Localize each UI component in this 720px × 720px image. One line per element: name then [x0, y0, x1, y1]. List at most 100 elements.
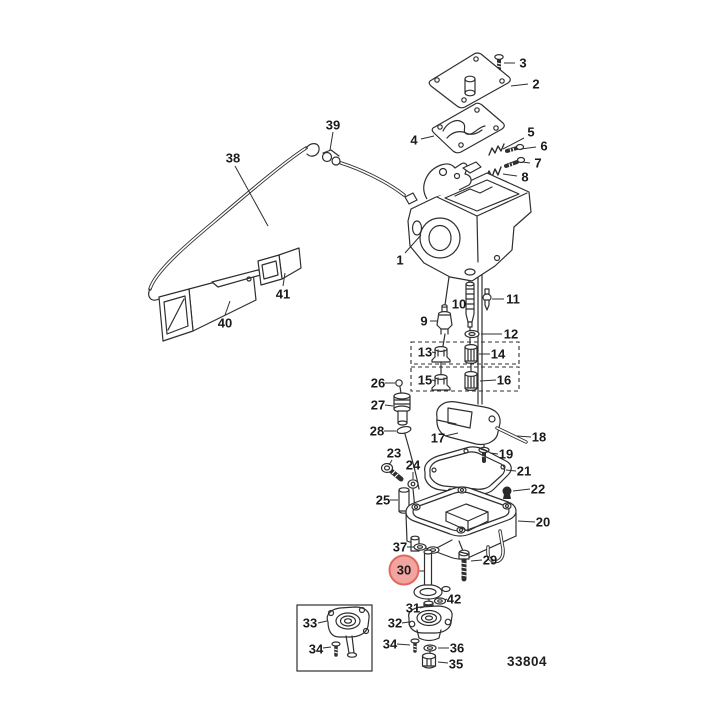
document-part-number: 33804 — [507, 654, 547, 669]
leader-line-5 — [502, 137, 525, 150]
leader-line-21 — [505, 469, 517, 472]
callout-15[interactable]: 15 — [418, 373, 432, 388]
callout-38[interactable]: 38 — [226, 151, 240, 166]
part-11-needle — [482, 288, 492, 311]
leader-line-39 — [329, 131, 334, 151]
callout-2[interactable]: 2 — [532, 77, 539, 92]
leader-line-2 — [510, 83, 529, 87]
part-33-flange — [326, 606, 370, 658]
callout-3[interactable]: 3 — [519, 56, 526, 71]
leader-line-16 — [479, 379, 497, 382]
part-14-jet — [464, 344, 478, 364]
leader-line-35 — [437, 661, 449, 664]
part-10-jet — [465, 281, 475, 328]
callout-42[interactable]: 42 — [447, 592, 461, 607]
callout-9[interactable]: 9 — [420, 314, 427, 329]
part-1-carburetor-body — [404, 161, 532, 282]
leader-line-41 — [282, 272, 286, 287]
callout-5[interactable]: 5 — [527, 125, 534, 140]
callout-7[interactable]: 7 — [534, 156, 541, 171]
callout-35[interactable]: 35 — [449, 657, 463, 672]
part-23-drain-screw — [380, 462, 404, 482]
dashed-group-box — [410, 341, 520, 365]
callout-40[interactable]: 40 — [218, 316, 232, 331]
part-13-jet — [431, 346, 451, 363]
leader-line-1 — [404, 234, 422, 254]
part-7-screw — [504, 156, 526, 168]
leader-line-4 — [420, 135, 435, 140]
callout-18[interactable]: 18 — [532, 430, 546, 445]
leader-line-6 — [520, 146, 537, 150]
part-41-connector — [257, 247, 302, 286]
callout-41[interactable]: 41 — [276, 287, 290, 302]
callout-23[interactable]: 23 — [387, 446, 401, 461]
part-2-top-cover — [428, 52, 511, 109]
leader-line-34 — [396, 643, 411, 646]
leader-line-13 — [431, 351, 437, 354]
callout-1[interactable]: 1 — [396, 253, 403, 268]
leader-line-22 — [512, 488, 531, 492]
callout-13[interactable]: 13 — [418, 345, 432, 360]
callout-36[interactable]: 36 — [450, 641, 464, 656]
part-28-gasket — [396, 425, 412, 435]
leader-line-8 — [502, 173, 518, 177]
part-18-hinge-pin — [495, 426, 528, 444]
callout-37[interactable]: 37 — [393, 540, 407, 555]
callout-8[interactable]: 8 — [521, 170, 528, 185]
leader-line-38 — [234, 165, 269, 227]
leader-line-15 — [431, 379, 437, 382]
callout-25[interactable]: 25 — [376, 493, 390, 508]
part-39-clamp — [321, 149, 341, 166]
part-8-spring — [485, 166, 502, 180]
callout-20[interactable]: 20 — [536, 515, 550, 530]
part-22-plug — [502, 486, 512, 499]
callout-31[interactable]: 31 — [406, 601, 420, 616]
part-21-bowl-gasket — [424, 446, 512, 495]
callout-6[interactable]: 6 — [540, 139, 547, 154]
callout-14[interactable]: 14 — [491, 347, 506, 362]
leader-line-29 — [470, 559, 483, 562]
leader-line-19 — [489, 452, 499, 455]
callout-32[interactable]: 32 — [388, 616, 402, 631]
part-42-washer — [433, 597, 447, 605]
callout-34[interactable]: 34 — [383, 637, 398, 652]
leader-line-42 — [444, 598, 448, 601]
part-29-screw — [458, 549, 470, 582]
callout-33[interactable]: 33 — [303, 616, 317, 631]
part-6-screw — [505, 143, 525, 153]
highlight-circle-part-30[interactable] — [388, 554, 420, 586]
callout-28[interactable]: 28 — [370, 424, 384, 439]
part-40-duct — [158, 269, 265, 342]
callout-17[interactable]: 17 — [431, 431, 445, 446]
callout-27[interactable]: 27 — [371, 398, 385, 413]
fuel-hose — [339, 161, 406, 197]
callout-19[interactable]: 19 — [499, 447, 513, 462]
callout-12[interactable]: 12 — [504, 327, 518, 342]
leader-lines — [224, 62, 537, 664]
callout-39[interactable]: 39 — [326, 118, 340, 133]
callout-21[interactable]: 21 — [517, 464, 531, 479]
callout-26[interactable]: 26 — [371, 376, 385, 391]
highlight-layer — [388, 554, 420, 586]
callout-24[interactable]: 24 — [406, 458, 421, 473]
callout-22[interactable]: 22 — [531, 482, 545, 497]
callout-4[interactable]: 4 — [410, 133, 418, 148]
part-34-screw-right — [410, 638, 420, 653]
part-26-ball — [395, 379, 403, 394]
callout-34[interactable]: 34 — [309, 642, 324, 657]
callout-11[interactable]: 11 — [506, 292, 520, 307]
leader-line-7 — [521, 161, 531, 164]
part-20-float-bowl — [405, 486, 517, 564]
callout-16[interactable]: 16 — [497, 373, 511, 388]
leader-line-34 — [322, 646, 332, 649]
part-9-jet — [436, 304, 453, 335]
part-4-diaphragm-plate — [431, 102, 505, 154]
callout-10[interactable]: 10 — [452, 297, 466, 312]
part-38-fuel-tube — [147, 143, 320, 301]
leader-line-27 — [384, 404, 394, 407]
part-34-screw-left — [331, 641, 341, 657]
callout-30[interactable]: 30 — [397, 563, 411, 578]
callout-29[interactable]: 29 — [483, 553, 497, 568]
leader-line-32 — [401, 621, 410, 624]
